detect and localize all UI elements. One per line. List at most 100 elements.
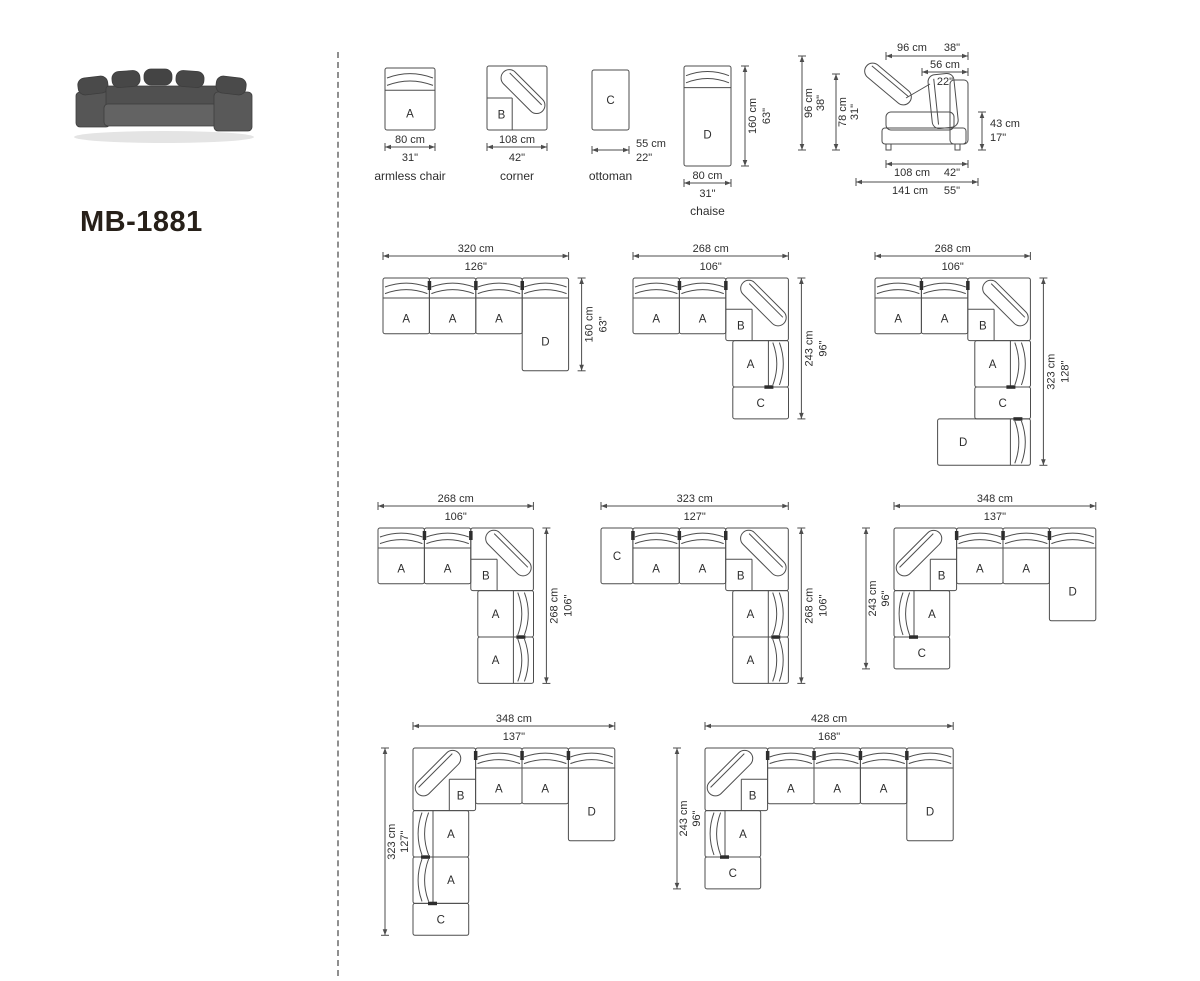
module-letter: B <box>482 570 490 582</box>
divider-dashed <box>337 52 339 976</box>
dim-cm: 320 cm <box>458 243 494 255</box>
dim-cm: 268 cm <box>438 493 474 505</box>
dim-in: 38" <box>944 42 960 54</box>
dim-cm: 108 cm <box>499 134 535 146</box>
module-letter: A <box>495 314 503 326</box>
dim-in: 31" <box>402 152 418 164</box>
dim-cm: 141 cm <box>892 185 928 197</box>
dim-cm: 160 cm <box>747 98 759 134</box>
module-letter: A <box>492 609 500 621</box>
module-letter: A <box>747 655 755 667</box>
module-letter: A <box>495 784 503 796</box>
dim-in: 106" <box>562 594 574 616</box>
dim-in: 38" <box>815 95 827 111</box>
dim-cm: 323 cm <box>386 824 398 860</box>
legend-name: armless chair <box>374 169 445 183</box>
module-letter: A <box>739 829 747 841</box>
module-letter: B <box>749 790 757 802</box>
dim-cm: 243 cm <box>678 800 690 836</box>
dim-cm: 323 cm <box>677 493 713 505</box>
module-letter: A <box>492 655 500 667</box>
module-letter: A <box>699 564 707 576</box>
module-letter: C <box>606 95 614 107</box>
dim-cm: 56 cm <box>930 59 960 71</box>
dim-in: 127" <box>684 511 706 523</box>
module-letter: C <box>998 398 1006 410</box>
dim-cm: 428 cm <box>811 713 847 725</box>
dim-in: 137" <box>503 731 525 743</box>
dim-in: 96" <box>880 590 892 606</box>
dim-in: 106" <box>445 511 467 523</box>
module-letter: A <box>941 314 949 326</box>
dim-cm: 78 cm <box>837 97 849 127</box>
legend-name: corner <box>500 169 534 183</box>
product-photo <box>74 68 254 143</box>
module-letter: A <box>747 609 755 621</box>
module-letter: B <box>938 570 946 582</box>
dim-cm: 43 cm <box>990 118 1020 130</box>
module-letter: A <box>928 609 936 621</box>
module-letter: A <box>1022 564 1030 576</box>
module-letter: B <box>457 790 465 802</box>
module-letter: D <box>1068 587 1076 599</box>
module-letter: A <box>880 784 888 796</box>
dim-in: 63" <box>598 316 610 332</box>
module-letter: A <box>652 314 660 326</box>
module-letter: D <box>541 337 549 349</box>
module-letter: A <box>894 314 902 326</box>
dim-cm: 108 cm <box>894 167 930 179</box>
dim-in: 96" <box>817 340 829 356</box>
dim-in: 137" <box>984 511 1006 523</box>
module-letter: A <box>699 314 707 326</box>
dim-in: 22" <box>937 76 953 88</box>
module-letter: A <box>652 564 660 576</box>
dim-in: 31" <box>849 104 861 120</box>
module-letter: A <box>449 314 457 326</box>
module-letter: D <box>959 437 967 449</box>
dim-in: 42" <box>944 167 960 179</box>
module-letter: C <box>756 398 764 410</box>
dim-cm: 323 cm <box>1045 354 1057 390</box>
model-number: MB-1881 <box>80 206 203 238</box>
dim-cm: 80 cm <box>693 170 723 182</box>
module-letter: B <box>737 320 745 332</box>
dim-cm: 96 cm <box>897 42 927 54</box>
module-letter: A <box>833 784 841 796</box>
dim-in: 22" <box>636 152 652 164</box>
module-letter: A <box>406 108 414 120</box>
module-letter: A <box>541 784 549 796</box>
module-letter: A <box>447 875 455 887</box>
dim-in: 106" <box>817 594 829 616</box>
dim-in: 128" <box>1059 360 1071 382</box>
dim-in: 63" <box>761 108 773 124</box>
module-letter: A <box>787 784 795 796</box>
legend-module-C: C 55 cm 22" ottoman <box>589 69 666 183</box>
dim-in: 126" <box>465 261 487 273</box>
dim-cm: 80 cm <box>395 134 425 146</box>
dim-in: 106" <box>700 261 722 273</box>
legend-name: ottoman <box>589 169 632 183</box>
dim-cm: 268 cm <box>935 243 971 255</box>
module-letter: A <box>989 359 997 371</box>
dim-cm: 243 cm <box>803 330 815 366</box>
module-letter: C <box>613 551 621 563</box>
dim-cm: 348 cm <box>977 493 1013 505</box>
dim-cm: 55 cm <box>636 138 666 150</box>
dim-cm: 243 cm <box>867 580 879 616</box>
dim-in: 106" <box>942 261 964 273</box>
dim-in: 17" <box>990 132 1006 144</box>
dim-in: 55" <box>944 185 960 197</box>
dim-cm: 268 cm <box>803 588 815 624</box>
module-letter: C <box>918 648 926 660</box>
module-letter: D <box>926 807 934 819</box>
